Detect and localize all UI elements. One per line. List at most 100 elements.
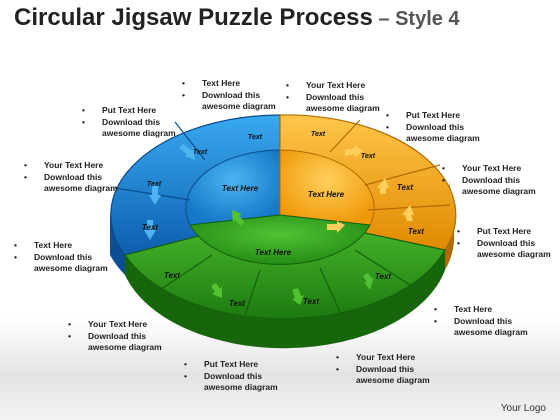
bullet: •	[386, 110, 389, 120]
bullet: •	[336, 352, 339, 362]
annotation-line: Download this	[462, 174, 521, 185]
title-subtitle: – Style 4	[372, 8, 460, 30]
annotation-line: Download this	[34, 251, 93, 262]
bullet: •	[457, 237, 460, 248]
annotation-line: awesome diagram	[88, 342, 162, 352]
arrow-icon	[149, 185, 161, 205]
bullet: •	[286, 80, 289, 90]
center-label-orange: Text Here	[308, 190, 345, 199]
bullet: •	[68, 330, 71, 341]
piece-label: Text	[375, 272, 391, 281]
piece-label: Text	[408, 227, 424, 236]
annotation-line: awesome diagram	[454, 327, 528, 337]
annotation-title: Your Text Here	[356, 352, 416, 362]
piece-labels: Text Here Text Here Text Here Text Text …	[142, 131, 424, 308]
piece-label: Text	[142, 223, 158, 232]
bullet: •	[457, 226, 460, 236]
piece-label: Text	[248, 134, 263, 141]
bullet: •	[442, 174, 445, 185]
logo-text: Your Logo	[500, 403, 546, 414]
page-title: Circular Jigsaw Puzzle Process – Style 4	[14, 4, 460, 32]
flow-arrows	[144, 144, 414, 305]
piece-label: Text	[164, 271, 180, 280]
annotation-line: awesome diagram	[102, 128, 176, 138]
bullet: •	[182, 78, 185, 88]
arrow-icon	[377, 178, 389, 194]
seam	[319, 267, 341, 313]
annotation-line: awesome diagram	[477, 249, 551, 259]
bullet: •	[434, 304, 437, 314]
annotation-line: awesome diagram	[406, 133, 480, 143]
piece-label: Text	[311, 131, 326, 138]
bullet: •	[286, 91, 289, 102]
bullet: •	[24, 171, 27, 182]
annotation-line: Download this	[477, 237, 536, 248]
annotation-line: awesome diagram	[204, 382, 278, 392]
bullet: •	[14, 251, 17, 262]
bullet: •	[336, 363, 339, 374]
annotation-title: Your Text Here	[306, 80, 366, 90]
bullet: •	[434, 315, 437, 326]
side-wall-green	[125, 230, 445, 349]
arrow-icon	[363, 273, 374, 290]
annotation-title: Your Text Here	[462, 163, 522, 173]
bullet: •	[184, 359, 187, 369]
annotation-line: awesome diagram	[462, 186, 536, 196]
annotation-line: Download this	[306, 91, 365, 102]
annotation-title: Text Here	[34, 240, 73, 250]
arrow-icon	[402, 205, 414, 221]
bullet: •	[24, 160, 27, 170]
title-main: Circular Jigsaw Puzzle Process	[14, 4, 373, 31]
bullet: •	[82, 116, 85, 127]
seam	[364, 164, 441, 186]
arrow-icon	[345, 145, 363, 157]
annotation-title: Text Here	[454, 304, 493, 314]
annotation-title: Your Text Here	[88, 319, 148, 329]
inner-green	[189, 214, 371, 265]
arrow-icon	[292, 288, 304, 305]
bullet: •	[14, 240, 17, 250]
bullet: •	[184, 370, 187, 381]
annotation-title: Put Text Here	[477, 226, 532, 236]
seam	[159, 254, 213, 291]
bullet: •	[182, 89, 185, 100]
annotation-line: awesome diagram	[202, 101, 276, 111]
annotation-line: awesome diagram	[44, 183, 118, 193]
annotation-line: awesome diagram	[306, 103, 380, 113]
annotation-line: Download this	[44, 171, 103, 182]
annotation-title: Put Text Here	[406, 110, 461, 120]
puzzle-top: Text Here Text Here Text Here Text Text …	[110, 114, 457, 320]
seam	[354, 249, 411, 286]
piece-label: Text	[193, 149, 208, 156]
annotation-title: Text Here	[202, 78, 241, 88]
bullet: •	[386, 121, 389, 132]
bullet: •	[442, 163, 445, 173]
seam	[174, 121, 206, 161]
center-label-blue: Text Here	[222, 184, 259, 193]
annotation-line: awesome diagram	[34, 263, 108, 273]
annotation-title: Your Text Here	[44, 160, 104, 170]
piece-label: Text	[147, 181, 162, 188]
piece-seams	[114, 119, 451, 316]
annotation-line: Download this	[204, 370, 263, 381]
bullet: •	[68, 319, 71, 329]
arrow-icon	[211, 283, 222, 298]
annotation-title: Put Text Here	[102, 105, 157, 115]
arrow-icon	[232, 210, 245, 226]
inner-blue	[185, 149, 281, 226]
annotation-line: Download this	[454, 315, 513, 326]
annotation-line: awesome diagram	[356, 375, 430, 385]
seam	[329, 119, 361, 153]
piece-label: Text	[229, 299, 245, 308]
